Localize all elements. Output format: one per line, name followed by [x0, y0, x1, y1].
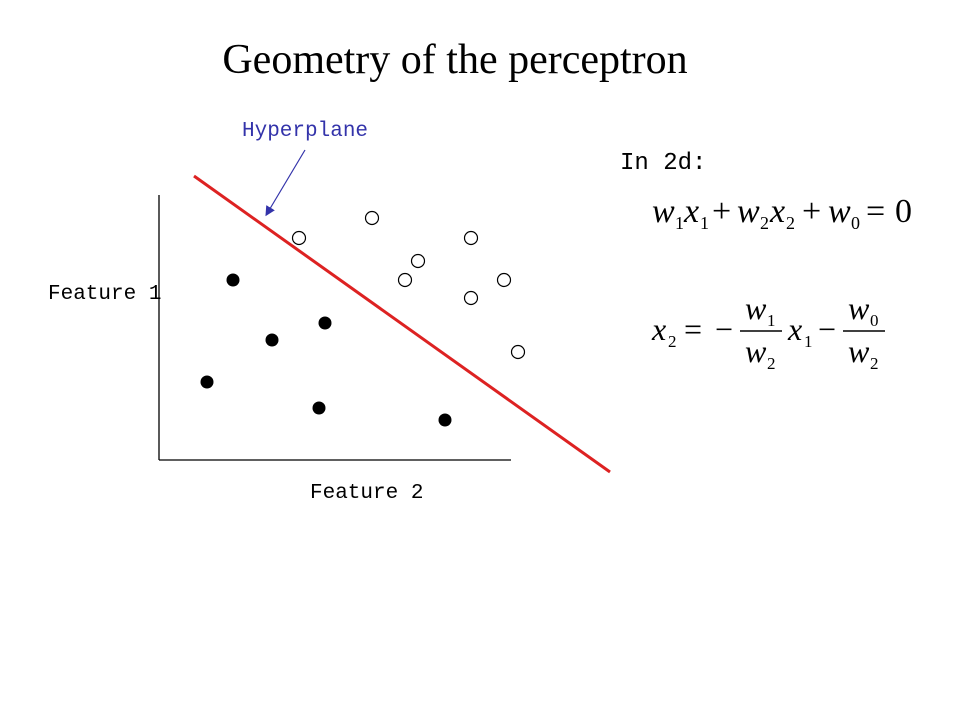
- hyperplane-arrow: [265, 149, 306, 217]
- eq2-sub-x2: 2: [668, 332, 677, 351]
- eq1-x1: x: [683, 193, 699, 230]
- eq2-sub-x1: 1: [804, 332, 813, 351]
- class-b-point: [510, 344, 526, 360]
- eq2-x1: x: [787, 311, 802, 347]
- eq1-w2: w: [737, 193, 760, 230]
- eq1-plus1: +: [712, 193, 731, 230]
- class-a-point: [312, 401, 326, 415]
- class-b-point: [397, 272, 413, 288]
- eq2-den2-sub: 2: [870, 354, 879, 373]
- hyperplane-label: Hyperplane: [242, 120, 369, 143]
- page-title: Geometry of the perceptron: [222, 37, 688, 83]
- in-2d-label: In 2d:: [620, 150, 707, 177]
- eq2-num1-sub: 1: [767, 311, 776, 330]
- eq1-w1: w: [652, 193, 675, 230]
- eq2-num2-sub: 0: [870, 311, 879, 330]
- eq2-den1-sub: 2: [767, 354, 776, 373]
- eq2-minus1: −: [715, 311, 733, 347]
- equation-1: w 1 x 1 + w 2 x 2 + w 0 = 0: [652, 193, 912, 233]
- class-a-point: [318, 316, 332, 330]
- eq1-x2: x: [769, 193, 785, 230]
- eq1-sub3: 2: [760, 213, 769, 233]
- eq1-sub1: 1: [675, 213, 684, 233]
- eq2-x2: x: [651, 311, 666, 347]
- eq2-num2: w: [848, 290, 870, 326]
- class-a-point: [200, 375, 214, 389]
- class-b-point: [364, 210, 380, 226]
- class-b-point: [291, 230, 307, 246]
- eq2-equals: =: [684, 311, 702, 347]
- feature-1-label: Feature 1: [48, 283, 162, 306]
- eq1-zero: 0: [895, 193, 912, 230]
- class-b-point: [496, 272, 512, 288]
- feature-2-label: Feature 2: [310, 482, 424, 505]
- class-b-point: [410, 253, 426, 269]
- class-a-point: [226, 273, 240, 287]
- eq1-sub2: 1: [700, 213, 709, 233]
- eq2-den1: w: [745, 333, 767, 369]
- eq1-equals: =: [866, 193, 885, 230]
- class-a-point: [438, 413, 452, 427]
- class-b-point: [463, 290, 479, 306]
- eq2-minus2: −: [818, 311, 836, 347]
- class-a-point: [265, 333, 279, 347]
- eq1-sub5: 0: [851, 213, 860, 233]
- hyperplane-line: [193, 174, 611, 474]
- equation-2: x 2 = − w 1 w 2 x 1 − w 0 w 2: [651, 290, 885, 373]
- eq1-w0: w: [828, 193, 851, 230]
- class-b-point: [463, 230, 479, 246]
- eq2-den2: w: [848, 333, 870, 369]
- eq1-sub4: 2: [786, 213, 795, 233]
- eq2-num1: w: [745, 290, 767, 326]
- eq1-plus2: +: [802, 193, 821, 230]
